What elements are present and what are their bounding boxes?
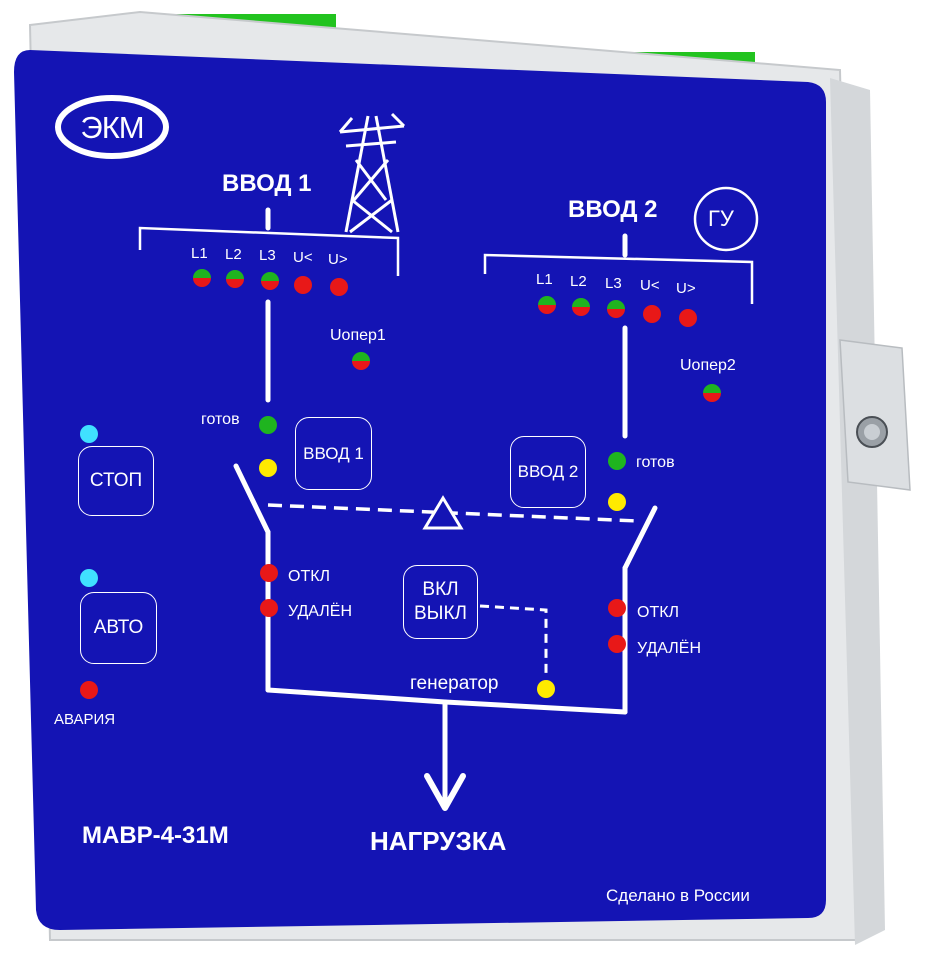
input1-button-label: ВВОД 1 — [303, 443, 364, 463]
led-generator — [537, 680, 555, 698]
input2-bracket — [483, 253, 754, 304]
led-in2-l2 — [572, 298, 590, 316]
in1-phase-l2: L2 — [225, 246, 242, 263]
in1-phase-uminus: U< — [293, 249, 313, 266]
led-ready-right — [608, 452, 626, 470]
stop-button-label: СТОП — [89, 470, 143, 491]
interlock-triangle — [422, 495, 464, 530]
in2-phase-uminus: U< — [640, 277, 660, 294]
led-in1-uminus — [294, 276, 312, 294]
led-in1-l3 — [261, 272, 279, 290]
off-button-label: ВЫКЛ — [413, 603, 468, 624]
off-right-label: ОТКЛ — [637, 604, 680, 621]
input2-button[interactable]: ВВОД 2 — [510, 436, 586, 508]
ready-right-label: готов — [636, 454, 675, 471]
gu-circle — [693, 186, 759, 252]
led-off-left — [260, 564, 278, 582]
led-in2-uminus — [643, 305, 661, 323]
auto-button-label: АВТО — [93, 617, 144, 638]
load-label: НАГРУЗКА — [370, 826, 507, 856]
remote-left-label: УДАЛЁН — [288, 603, 353, 620]
in1-phase-l3: L3 — [259, 247, 276, 264]
on-button-label: ВКЛ — [422, 579, 459, 600]
power-tower-icon — [338, 112, 406, 234]
stop-button[interactable]: СТОП — [78, 446, 154, 516]
side-bracket — [839, 339, 911, 491]
input2-button-label: ВВОД 2 — [517, 462, 579, 481]
mounting-screw-head — [864, 424, 880, 440]
led-switch-left — [259, 459, 277, 477]
led-auto — [80, 569, 98, 587]
led-remote-left — [260, 599, 278, 617]
led-off-right — [608, 599, 626, 617]
load-arrow — [424, 773, 466, 811]
led-in1-l1 — [193, 269, 211, 287]
led-remote-right — [608, 635, 626, 653]
input1-button[interactable]: ВВОД 1 — [295, 417, 372, 490]
in2-phase-uplus: U> — [676, 280, 696, 297]
made-in-label: Сделано в России — [606, 886, 750, 905]
in2-phase-l3: L3 — [605, 275, 622, 292]
led-in1-uplus — [330, 278, 348, 296]
generator-label: генератор — [410, 673, 499, 694]
logo-text: ЭКМ — [80, 110, 144, 145]
logo-oval — [55, 95, 169, 159]
input1-phase-leds — [193, 269, 348, 296]
led-uoper2 — [703, 384, 721, 402]
model-label: МАВР-4-31М — [82, 822, 229, 849]
led-in1-l2 — [226, 270, 244, 288]
gu-label: ГУ — [708, 206, 734, 231]
ready-left-label: готов — [201, 411, 240, 428]
led-in2-l1 — [538, 296, 556, 314]
led-stop — [80, 425, 98, 443]
input1-title: ВВОД 1 — [222, 170, 312, 197]
led-in2-uplus — [679, 309, 697, 327]
generator-link-dash — [479, 604, 548, 676]
alarm-label: АВАРИЯ — [54, 711, 116, 728]
led-uoper1 — [352, 352, 370, 370]
remote-right-label: УДАЛЁН — [637, 640, 702, 657]
input1-bracket — [138, 226, 400, 276]
led-switch-right — [608, 493, 626, 511]
auto-button[interactable]: АВТО — [80, 592, 157, 664]
led-ready-left — [259, 416, 277, 434]
led-alarm — [80, 681, 98, 699]
off-left-label: ОТКЛ — [288, 568, 331, 585]
in2-phase-l2: L2 — [570, 273, 587, 290]
housing-side — [830, 78, 885, 945]
in2-phase-l1: L1 — [536, 271, 553, 288]
uoper1-label: Uопер1 — [330, 327, 386, 344]
uoper2-label: Uопер2 — [680, 357, 736, 374]
in1-phase-uplus: U> — [328, 251, 348, 268]
in1-phase-l1: L1 — [191, 245, 208, 262]
input2-title: ВВОД 2 — [568, 196, 658, 223]
on-off-button[interactable]: ВКЛ ВЫКЛ — [403, 565, 478, 639]
led-in2-l3 — [607, 300, 625, 318]
input2-phase-leds — [538, 296, 697, 327]
